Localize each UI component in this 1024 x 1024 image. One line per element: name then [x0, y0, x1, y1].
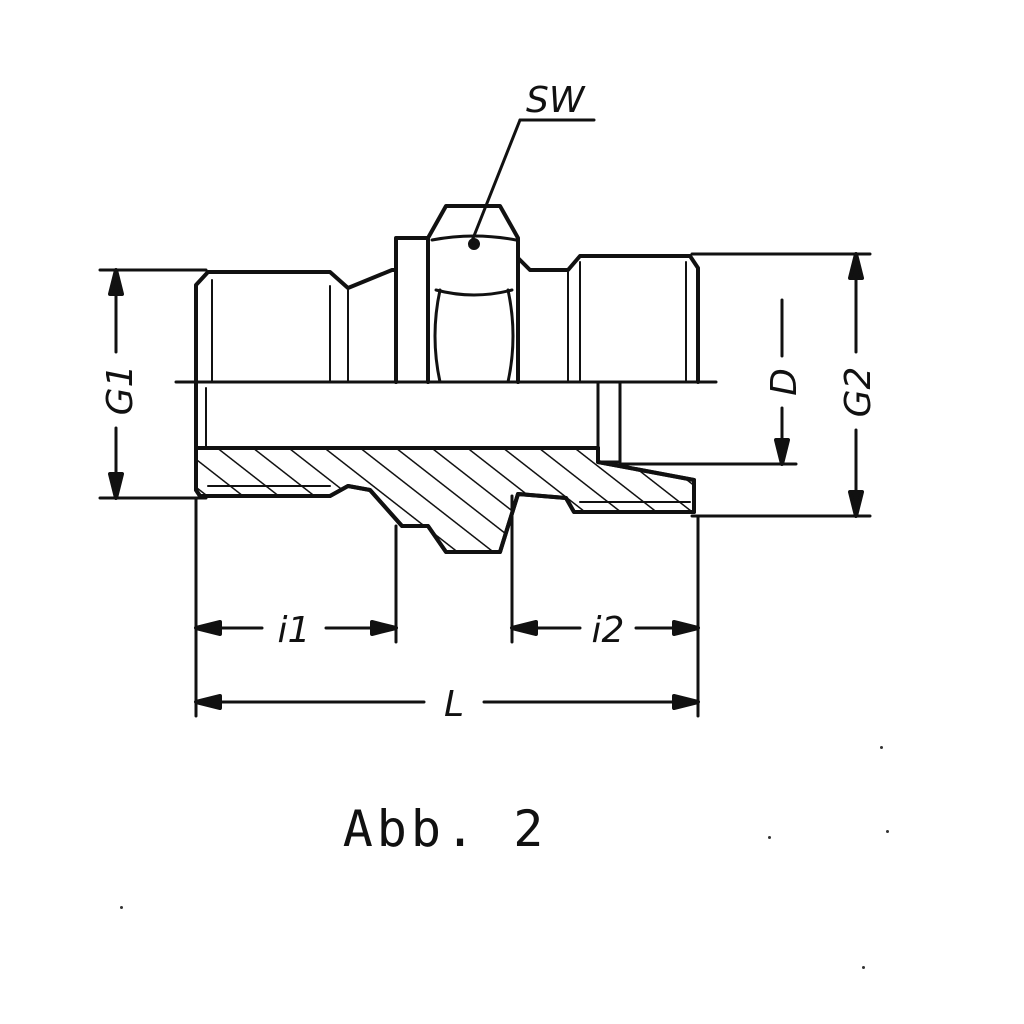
scan-speck [880, 746, 883, 749]
scan-speck [768, 836, 771, 839]
right-neck [516, 254, 700, 384]
figure-caption: Abb. 2 [342, 800, 548, 858]
scan-speck [862, 966, 865, 969]
d-arrow-bottom [774, 438, 790, 466]
i1-arrow-left [194, 620, 222, 636]
sw-label: SW [526, 80, 586, 121]
i2-label: i2 [592, 610, 625, 651]
scan-speck [120, 906, 123, 909]
scan-speck [886, 830, 889, 833]
g1-arrow-bottom [108, 472, 124, 500]
l-arrow-right [672, 694, 700, 710]
hexagon-face-curve [434, 288, 514, 297]
g2-arrow-bottom [848, 490, 864, 518]
hexagon-right-flank [506, 288, 515, 384]
bore-step [596, 380, 622, 464]
left-thread-body [194, 268, 398, 384]
l-arrow-left [194, 694, 222, 710]
l-label: L [444, 684, 464, 725]
g2-label: G2 [838, 367, 879, 418]
g1-arrow-top [108, 268, 124, 296]
d-label: D [764, 368, 805, 396]
sw-leader-dot [468, 238, 480, 250]
i2-arrow-right [672, 620, 700, 636]
i1-label: i1 [278, 610, 311, 651]
g2-arrow-top [848, 252, 864, 280]
g1-label: G1 [100, 365, 141, 416]
sw-leader-line [468, 118, 522, 248]
i1-arrow-right [370, 620, 398, 636]
i2-arrow-left [510, 620, 538, 636]
collar [394, 236, 430, 384]
hexagon-left-flank [433, 288, 442, 384]
section-outline [194, 446, 696, 554]
